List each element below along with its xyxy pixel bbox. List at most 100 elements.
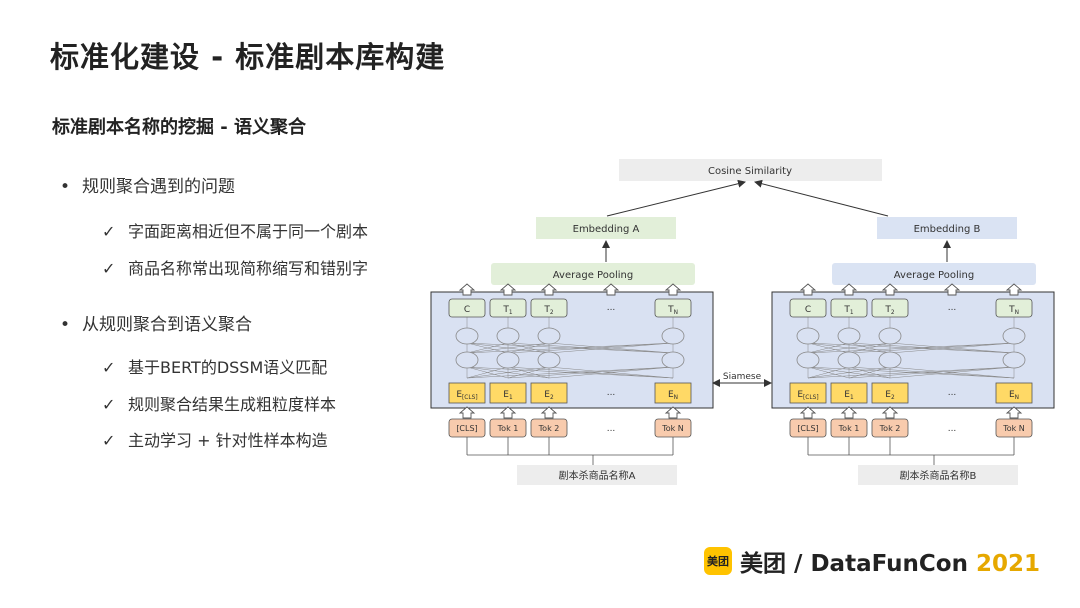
output-token-label-main: T xyxy=(843,305,850,315)
output-token-label-main: T xyxy=(543,305,550,315)
attention-line xyxy=(889,366,1015,379)
output-token-label: T1 xyxy=(843,305,854,316)
input-embedding-label-sub: 2 xyxy=(550,395,554,401)
token-ellipsis: ... xyxy=(607,424,616,434)
input-token-label: Tok N xyxy=(661,424,684,433)
up-arrow-icon xyxy=(881,283,899,296)
input-embedding-label: E[CLS] xyxy=(456,390,477,401)
input-token-label: Tok 1 xyxy=(838,424,860,433)
attention-line xyxy=(807,342,850,354)
input-embedding-label-main: E xyxy=(456,390,462,400)
meituan-logo-icon: 美团 xyxy=(704,547,733,575)
transformer-node xyxy=(455,327,479,345)
attention-line xyxy=(848,366,891,379)
output-ellipsis: ... xyxy=(948,303,957,313)
input-embedding-box xyxy=(530,382,568,404)
up-arrow-icon xyxy=(602,283,620,296)
bullet-dot-icon: • xyxy=(60,315,71,335)
transformer-node xyxy=(796,327,820,345)
bullet-text: 规则聚合遇到的问题 xyxy=(82,177,235,197)
pooling-label: Average Pooling xyxy=(553,270,633,281)
up-arrow-icon xyxy=(799,406,817,419)
pooling-label: Average Pooling xyxy=(894,270,974,281)
input-embedding-label-sub: 2 xyxy=(891,395,895,401)
output-token-label-sub: 2 xyxy=(550,310,554,316)
input-embedding-label-sub: [CLS] xyxy=(803,395,819,401)
output-token-label: TN xyxy=(1008,305,1019,316)
bullet-dot-icon: • xyxy=(60,177,71,197)
output-token-label: T2 xyxy=(884,305,895,316)
input-embedding-label-main: E xyxy=(844,390,850,400)
embedding-box xyxy=(536,217,676,239)
attention-line xyxy=(807,366,850,379)
input-embedding-label-main: E xyxy=(503,390,509,400)
input-embedding-label: E1 xyxy=(503,390,513,401)
up-arrow-icon xyxy=(540,406,558,419)
transformer-node xyxy=(878,327,902,345)
sub-item: ✓商品名称常出现简称缩写和错别字 xyxy=(102,255,368,279)
check-icon: ✓ xyxy=(102,222,116,241)
output-token-box xyxy=(789,298,827,318)
input-embedding-label-sub: N xyxy=(1015,395,1019,401)
up-arrow-icon xyxy=(540,283,558,296)
input-token-label: Tok 2 xyxy=(879,424,901,433)
output-token-label: TN xyxy=(667,305,678,316)
attention-line xyxy=(507,342,550,354)
transformer-node xyxy=(796,351,820,369)
embedding-box xyxy=(877,217,1017,239)
input-embedding-box xyxy=(489,382,527,404)
input-embedding-box xyxy=(830,382,868,404)
connector xyxy=(754,179,889,217)
page-title: 标准化建设 - 标准剧本库构建 xyxy=(50,40,446,74)
pooling-box xyxy=(832,263,1036,285)
sub-text: 字面距离相近但不属于同一个剧本 xyxy=(128,222,369,241)
output-token-label-main: T xyxy=(1008,305,1015,315)
section-subtitle: 标准剧本名称的挖掘 - 语义聚合 xyxy=(52,117,307,138)
attention-line xyxy=(807,342,891,354)
output-token-box xyxy=(654,298,692,318)
sub-text: 商品名称常出现简称缩写和错别字 xyxy=(128,259,369,278)
check-icon: ✓ xyxy=(102,395,116,414)
attention-line xyxy=(507,366,674,379)
transformer-node xyxy=(661,351,685,369)
attention-line xyxy=(848,342,1015,354)
input-embedding-label: EN xyxy=(668,390,678,401)
transformer-node xyxy=(455,351,479,369)
sub-text: 规则聚合结果生成粗粒度样本 xyxy=(128,395,337,414)
output-token-label-sub: N xyxy=(1015,310,1019,316)
attention-line xyxy=(466,342,509,354)
input-token-label: Tok N xyxy=(1002,424,1025,433)
transformer-node xyxy=(1002,327,1026,345)
sub-item: ✓ 规则聚合结果生成粗粒度样本 xyxy=(102,391,336,415)
input-text-label: 剧本杀商品名称A xyxy=(559,469,636,482)
attention-line xyxy=(466,366,509,379)
bullet-item: • 规则聚合遇到的问题 xyxy=(60,172,235,197)
output-token-label-sub: 1 xyxy=(850,310,854,316)
check-icon: ✓ xyxy=(102,358,116,377)
input-embedding-label-sub: 1 xyxy=(509,395,513,401)
input-token-label: Tok 2 xyxy=(538,424,560,433)
embedding-label: Embedding A xyxy=(573,224,640,235)
input-token-label: Tok 1 xyxy=(497,424,519,433)
output-token-label-sub: 1 xyxy=(509,310,513,316)
embed-ellipsis: ... xyxy=(607,388,616,398)
output-token-label-main: C xyxy=(464,305,470,315)
input-embedding-box xyxy=(448,382,486,404)
attention-line xyxy=(466,366,550,379)
output-token-label-sub: N xyxy=(674,310,678,316)
input-embedding-box xyxy=(654,382,692,404)
output-token-label: C xyxy=(805,305,811,315)
attention-line xyxy=(889,342,1015,354)
output-token-label-main: T xyxy=(502,305,509,315)
embedding-label: Embedding B xyxy=(914,224,981,235)
input-embedding-box xyxy=(995,382,1033,404)
output-token-label: T1 xyxy=(502,305,513,316)
output-token-box xyxy=(530,298,568,318)
check-icon: ✓ xyxy=(102,431,116,450)
up-arrow-icon xyxy=(458,406,476,419)
input-embedding-label: E1 xyxy=(844,390,854,401)
bullet-item: •从规则聚合到语义聚合 xyxy=(60,310,252,335)
up-arrow-icon xyxy=(1005,283,1023,296)
input-embedding-label-main: E xyxy=(1009,390,1015,400)
